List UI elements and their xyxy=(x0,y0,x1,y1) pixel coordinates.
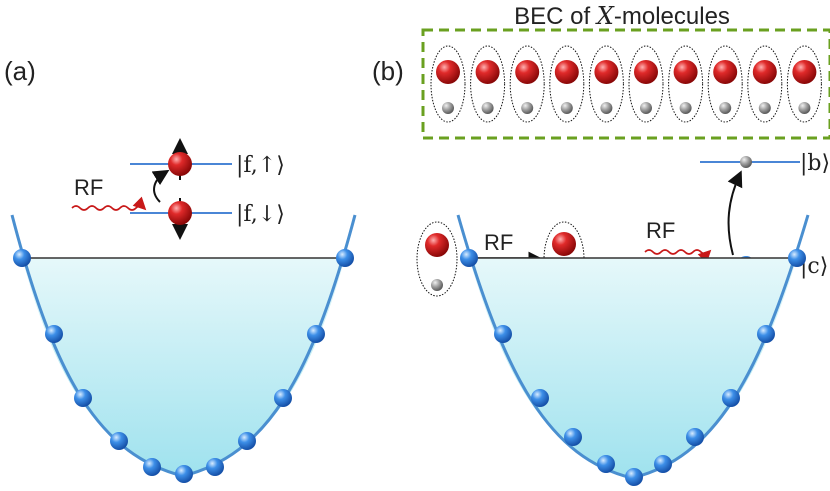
atom-gray xyxy=(442,102,454,114)
atom-blue xyxy=(494,325,512,343)
molecule-outline xyxy=(786,45,822,123)
rf-drive-b: RF xyxy=(644,218,712,264)
bec-molecule xyxy=(430,45,466,123)
rf-wave-icon xyxy=(644,249,712,264)
atom-blue xyxy=(564,428,582,446)
atom-blue xyxy=(722,389,740,407)
atom-red xyxy=(436,60,460,84)
atom-blue xyxy=(110,432,128,450)
bec-title: BEC of X-molecules xyxy=(514,2,730,30)
atom-gray xyxy=(758,102,771,114)
bec-molecule xyxy=(628,45,664,123)
atom-red xyxy=(594,60,619,84)
atom-red xyxy=(168,152,192,176)
atom-red xyxy=(752,60,777,84)
transition-arrow-a xyxy=(151,169,170,203)
atom-red xyxy=(792,60,817,84)
well-fill-b xyxy=(469,258,797,478)
trap-well-a xyxy=(10,214,357,483)
upper-state-label-b: |b⟩ xyxy=(800,151,830,176)
molecule-outline xyxy=(628,45,664,123)
atom-gray xyxy=(560,102,573,114)
spin-up-atom xyxy=(168,138,192,180)
panel-a-label: (a) xyxy=(4,56,36,86)
bec-molecule-row xyxy=(430,45,822,123)
rf-label-conversion: RF xyxy=(484,230,513,255)
atom-blue xyxy=(206,458,224,476)
atom-blue xyxy=(788,249,806,267)
atom-gray xyxy=(431,279,443,291)
atom-gray xyxy=(600,102,613,114)
bec-molecule xyxy=(509,45,545,123)
spin-down-atom xyxy=(168,198,192,240)
atom-gray xyxy=(740,156,752,168)
panel-b-label: (b) xyxy=(372,56,404,86)
atom-red xyxy=(673,60,698,84)
atom-blue xyxy=(531,389,549,407)
trap-atoms-b xyxy=(460,249,806,486)
bec-molecule xyxy=(668,45,704,123)
atom-blue xyxy=(757,325,775,343)
atom-red xyxy=(552,232,576,256)
molecule-outline xyxy=(416,221,458,297)
atom-gray xyxy=(521,102,534,114)
atom-gray xyxy=(481,102,494,114)
well-fill-a xyxy=(22,258,345,476)
rf-label-b: RF xyxy=(646,218,675,243)
atom-blue xyxy=(460,249,478,267)
atom-gray xyxy=(719,102,732,114)
atom-red xyxy=(554,60,579,84)
transition-arrow-b xyxy=(727,170,743,256)
atom-blue xyxy=(686,428,704,446)
atom-blue xyxy=(597,455,615,473)
atom-red xyxy=(634,60,658,84)
trap-well-b xyxy=(456,214,810,486)
panel-a: (a) xyxy=(4,56,357,483)
atom-blue xyxy=(238,432,256,450)
atom-blue xyxy=(274,389,292,407)
molecule-before xyxy=(416,221,458,297)
molecule-outline xyxy=(707,45,743,123)
atom-red xyxy=(425,233,449,257)
molecule-outline xyxy=(430,45,466,123)
molecule-outline xyxy=(747,45,783,123)
atom-blue xyxy=(45,325,63,343)
rf-label-a: RF xyxy=(74,175,103,200)
bec-molecule xyxy=(707,45,743,123)
molecule-outline xyxy=(470,45,506,123)
atom-red xyxy=(713,60,738,84)
atom-blue xyxy=(625,468,643,486)
panel-b: (b) BEC of X-molecules RF xyxy=(372,2,830,486)
atom-blue xyxy=(143,458,161,476)
rf-drive-a: RF xyxy=(71,175,147,211)
atom-red xyxy=(475,60,500,84)
bec-molecule xyxy=(588,45,624,123)
bec-molecule xyxy=(470,45,506,123)
bec-molecule xyxy=(549,45,585,123)
trap-atoms-a xyxy=(13,249,354,483)
bec-dashed-box xyxy=(421,28,830,140)
atom-blue xyxy=(336,249,354,267)
atom-blue xyxy=(175,465,193,483)
atom-gray xyxy=(679,102,692,114)
bec-molecule xyxy=(786,45,822,123)
atom-red xyxy=(168,201,192,225)
atom-gray xyxy=(798,102,811,114)
molecule-outline xyxy=(509,45,545,123)
atom-blue xyxy=(307,325,325,343)
atom-blue xyxy=(654,455,672,473)
lower-state-label-a: |f,↓⟩ xyxy=(236,202,285,227)
atom-blue xyxy=(13,249,31,267)
upper-state-label-a: |f,↑⟩ xyxy=(236,153,285,178)
atom-blue xyxy=(74,389,92,407)
rf-wave-icon xyxy=(71,196,147,211)
atom-gray xyxy=(640,102,652,114)
bec-molecule xyxy=(747,45,783,123)
atom-red xyxy=(515,60,540,84)
molecule-outline xyxy=(549,45,585,123)
molecule-outline xyxy=(668,45,704,123)
molecule-outline xyxy=(588,45,624,123)
energy-levels-a: |f,↑⟩ |f,↓⟩ xyxy=(130,138,285,240)
